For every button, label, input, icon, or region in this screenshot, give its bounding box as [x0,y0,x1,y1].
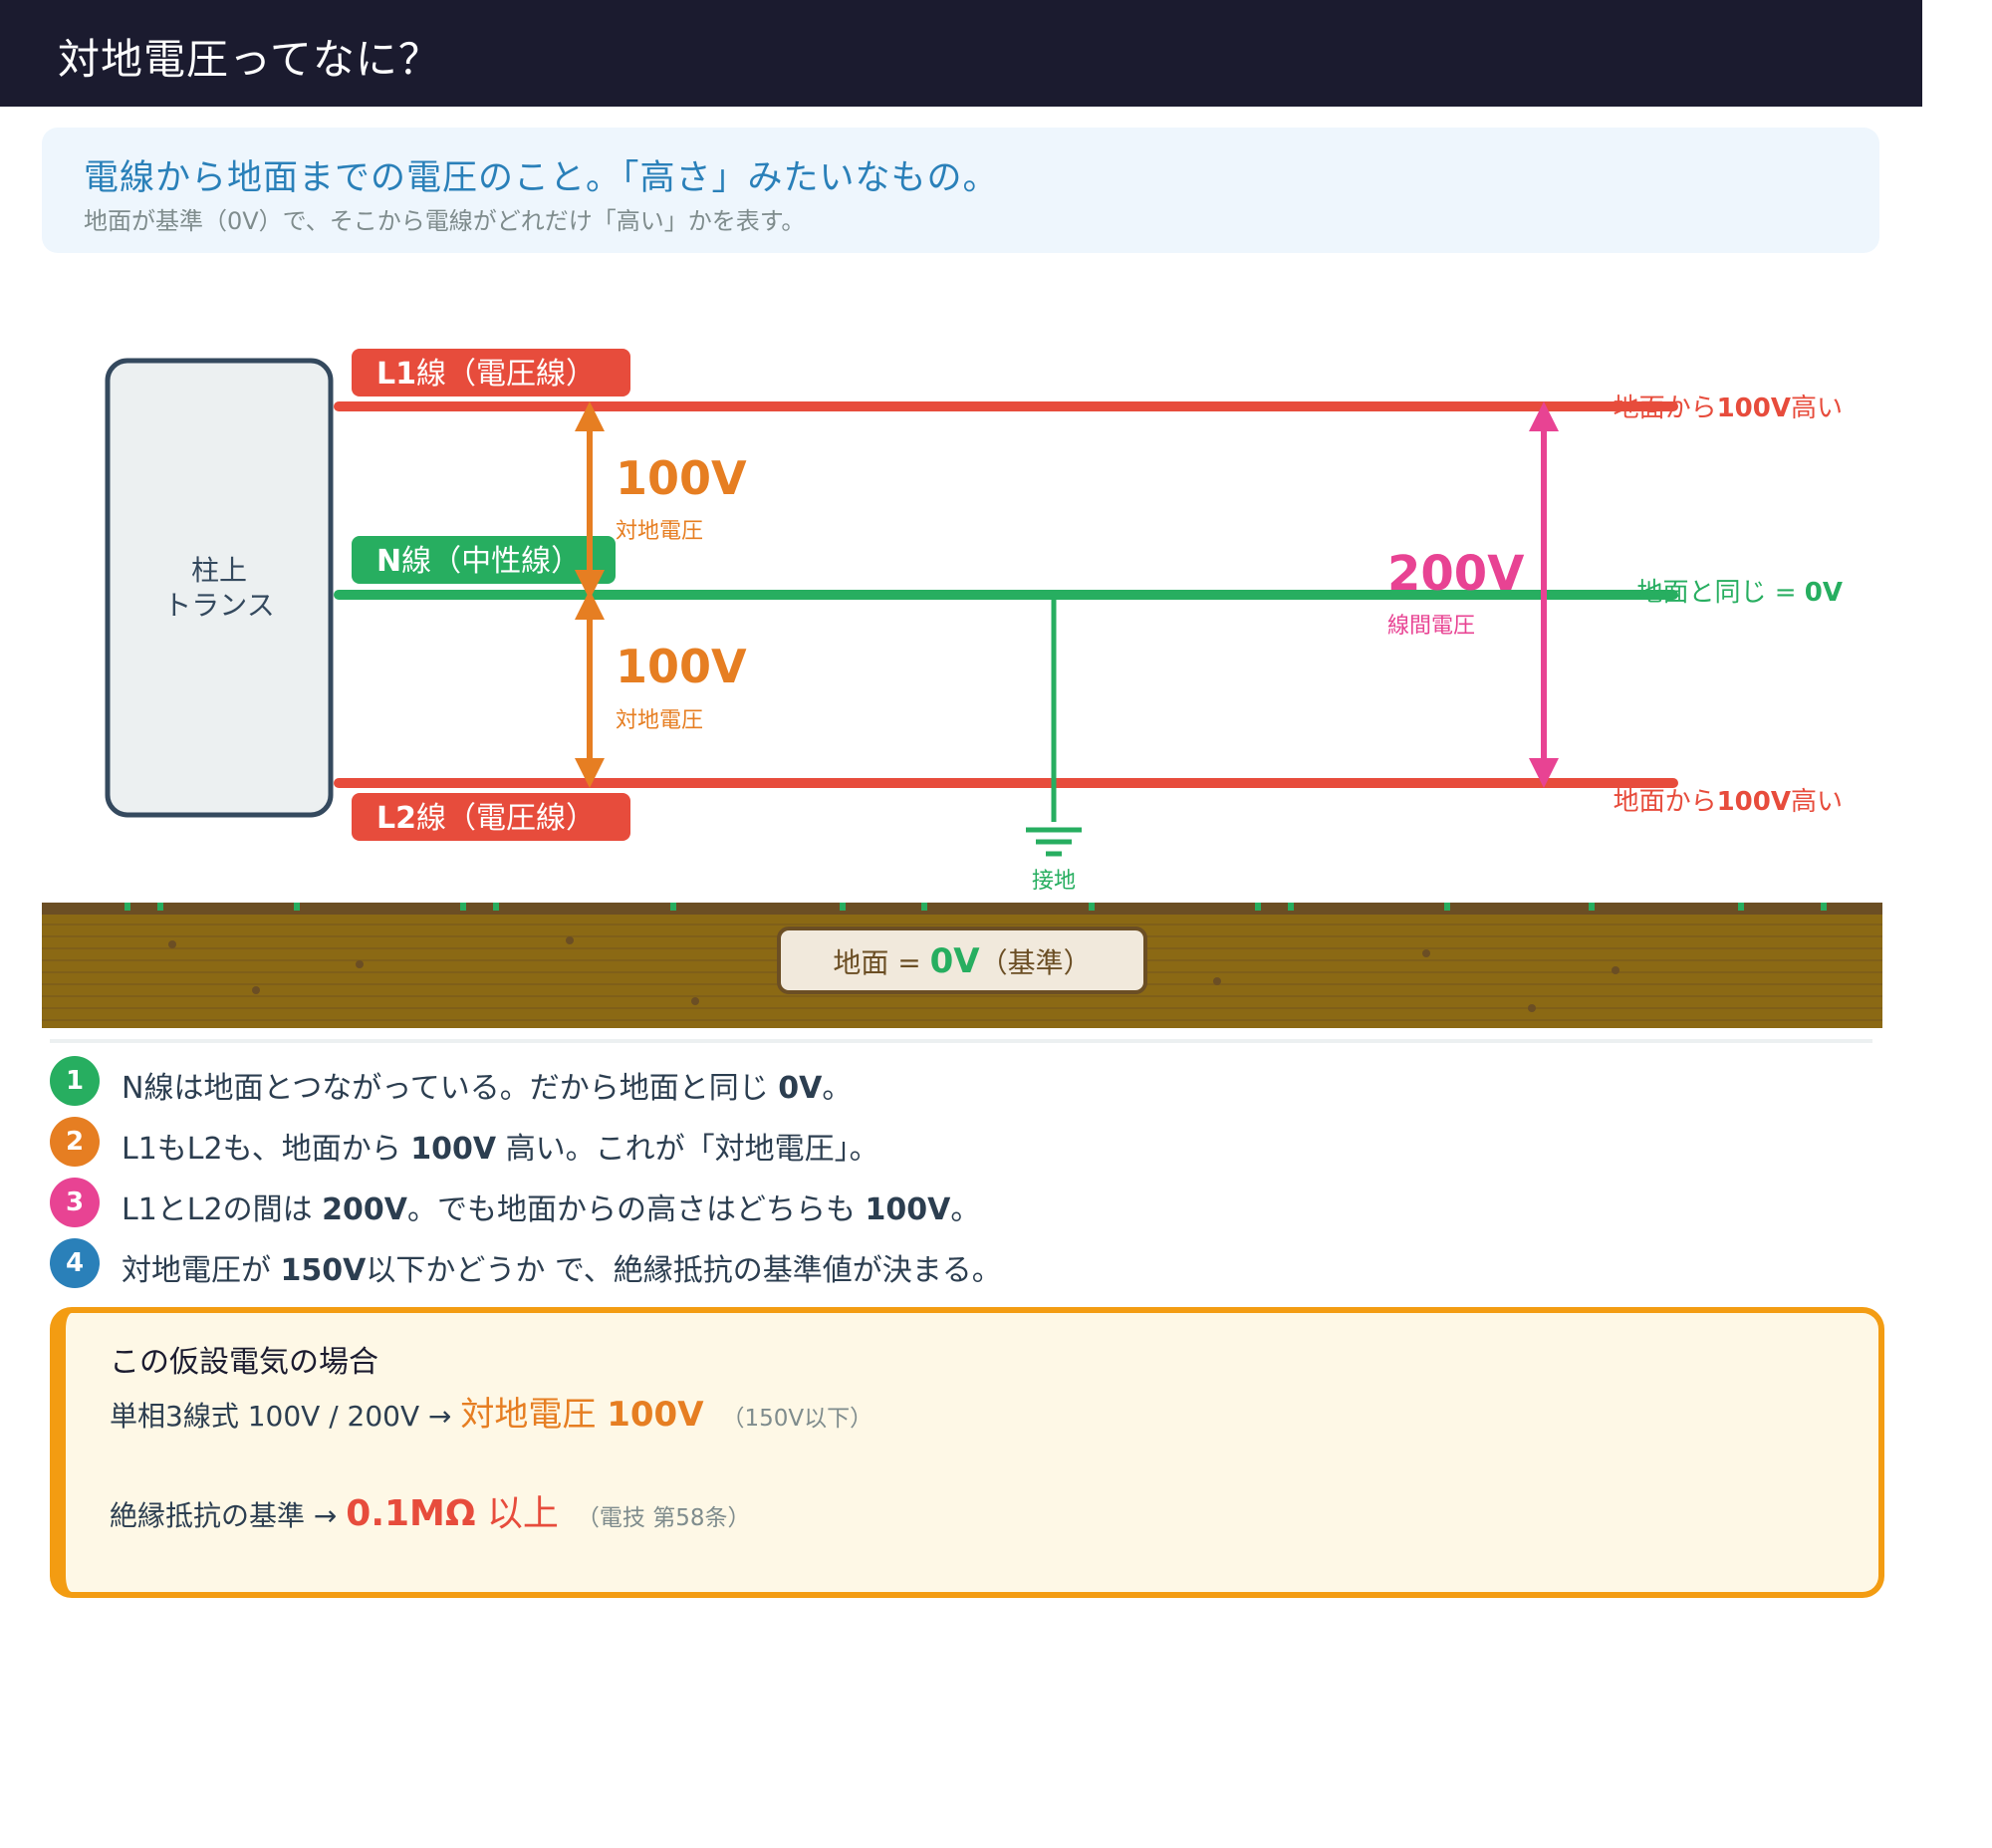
n-tag [352,536,616,584]
ground-sign-text: 地面 = 0V（基準） [833,941,1091,981]
l2-label: 線（電圧線） [416,801,596,836]
l1-code: L1 [376,357,416,392]
intro-sub-text: 地面が基準（0V）で、そこから電線がどれだけ「高い」かを表す。 [84,207,806,235]
voltage-diagram: 柱上 トランス L1線（電圧線） 地面から100V高い N線（中性線） 地面と同… [42,349,1882,1043]
step-text: N線は地面とつながっている。だから地面と同じ 0V。 [122,1071,853,1106]
l2-tag [352,793,630,841]
header-bar: 対地電圧ってなに？ [0,0,1922,107]
n-label: 線（中性線） [401,544,581,579]
case-title: この仮設電気の場合 [110,1345,378,1380]
intro-main-text: 電線から地面までの電圧のこと。「高さ」みたいなもの。 [84,158,999,198]
case-line-voltage: 単相3線式 100V / 200V → 対地電圧 100V（150V以下） [110,1395,873,1435]
step-number-badge: 4 [50,1238,100,1288]
step-text: 対地電圧が 150V以下かどうか で、絶縁抵抗の基準値が決まる。 [122,1253,1002,1288]
upper-voltage-label: 対地電圧 [616,519,703,544]
l1-tag-text: L1線（電圧線） [376,357,596,392]
transformer-label-2: トランス [163,589,274,622]
step-text: L1とL2の間は 200V。でも地面からの高さはどちらも 100V。 [122,1192,981,1227]
transformer-box [105,358,334,818]
line-voltage-label: 線間電圧 [1387,614,1475,639]
ground-symbol-icon [1026,827,1082,857]
n-right-label: 地面と同じ = 0V [1636,578,1843,608]
case-line-insulation: 絶縁抵抗の基準 → 0.1MΩ 以上（電技 第58条） [110,1493,751,1534]
l1-label: 線（電圧線） [416,357,596,392]
l1-tag [352,349,630,396]
l2-code: L2 [376,801,416,836]
ground-sign [777,926,1147,994]
line-voltage-value: 200V [1387,546,1524,602]
step-number-badge: 2 [50,1117,100,1167]
lower-voltage-label: 対地電圧 [616,708,703,733]
step-number-badge: 3 [50,1178,100,1227]
step-text: L1もL2も、地面から 100V 高い。これが「対地電圧」。 [122,1132,879,1167]
intro-box: 電線から地面までの電圧のこと。「高さ」みたいなもの。 地面が基準（0V）で、そこ… [42,128,1879,253]
transformer-label-1: 柱上 [191,554,247,587]
step-number-badge: 1 [50,1056,100,1106]
ground-symbol-label: 接地 [1032,869,1076,894]
l2-right-label: 地面から100V高い [1614,787,1843,817]
l2-tag-text: L2線（電圧線） [376,801,596,836]
page-title: 対地電圧ってなに？ [58,35,441,84]
case-summary-box: この仮設電気の場合 単相3線式 100V / 200V → 対地電圧 100V（… [50,1307,1884,1598]
l1-right-label: 地面から100V高い [1614,394,1843,423]
lower-voltage-value: 100V [616,640,747,693]
n-code: N [376,544,401,579]
upper-voltage-value: 100V [616,451,747,505]
n-tag-text: N線（中性線） [376,544,581,579]
